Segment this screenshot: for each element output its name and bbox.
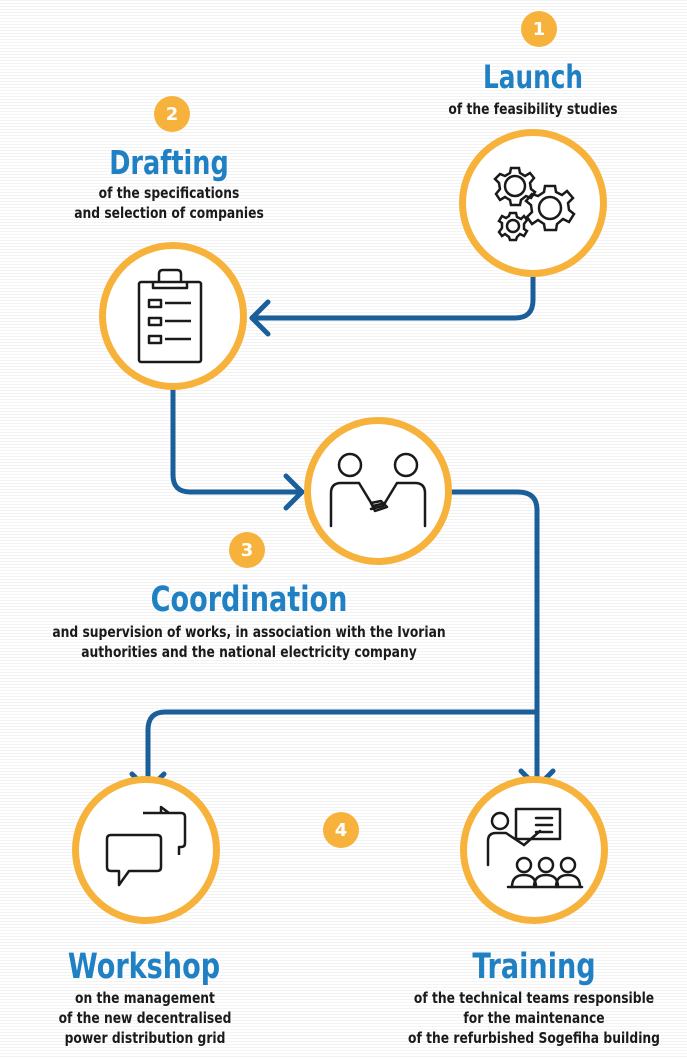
step-3-description: and supervision of works, in association… [52,623,446,661]
training-circle [460,776,608,924]
chat-bubbles-icon [105,805,187,887]
step-1-description: of the feasibility studies [448,100,618,118]
connector-launch-to-drafting [249,272,536,321]
step-2-title: Drafting [109,143,229,182]
clipboard-checklist-icon [137,268,203,364]
step-1-title: Launch [482,58,584,96]
step-1-circle [459,129,607,277]
arrowhead-drafting [249,299,271,337]
workshop-title: Workshop [67,947,221,987]
gears-icon [493,166,576,242]
connector-coordination-to-training [445,489,540,790]
arrowhead-coordination [283,473,305,511]
connector-drafting-to-coordination [170,365,305,495]
step-2-description: of the specifications and selection of c… [74,184,264,222]
handshake-icon [329,452,427,528]
step-3-badge: 3 [229,532,265,568]
presentation-class-icon [486,807,584,889]
step-2-circle [99,242,247,390]
training-title: Training [472,947,596,987]
workshop-circle [72,776,220,924]
step-4-badge: 4 [323,812,359,848]
step-1-badge: 1 [521,11,557,47]
step-3-title: Coordination [150,580,348,620]
step-2-badge: 2 [154,96,190,132]
connector-to-workshop [145,709,540,793]
step-3-circle [304,417,452,565]
workshop-description: on the management of the new decentralis… [58,989,232,1047]
training-description: of the technical teams responsible for t… [408,989,660,1047]
